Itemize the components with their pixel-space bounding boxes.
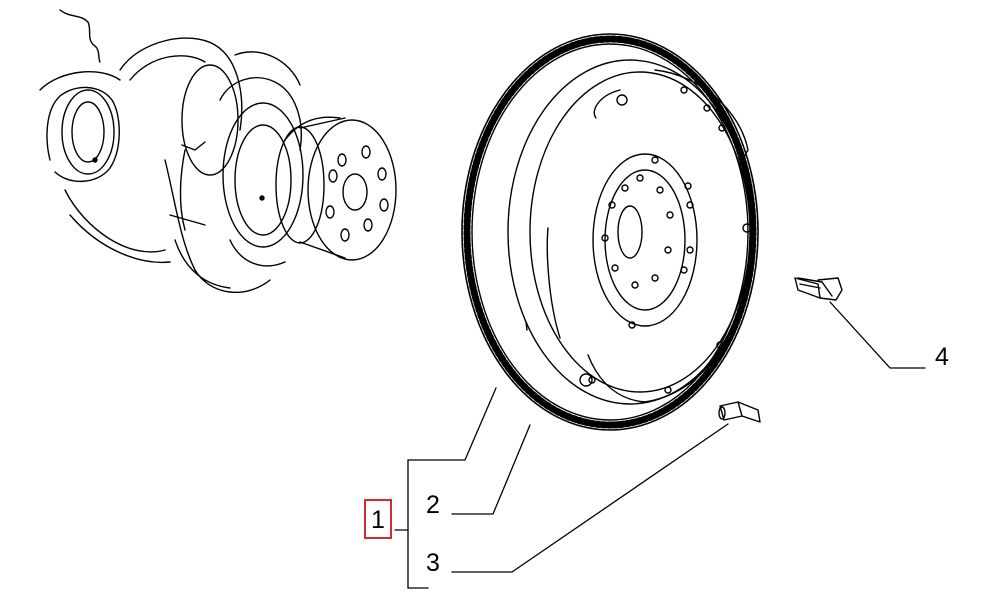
leader-lines <box>394 301 926 589</box>
callout-4-label: 4 <box>935 343 949 371</box>
callout-4[interactable]: 4 <box>935 343 949 371</box>
callout-3-label: 3 <box>426 549 440 577</box>
callout-2-label: 2 <box>426 491 440 519</box>
callout-1[interactable]: 1 <box>368 506 388 534</box>
dowel-pin <box>718 401 761 423</box>
crankshaft <box>39 9 397 294</box>
flywheel-bolt <box>794 277 843 301</box>
callout-2[interactable]: 2 <box>426 491 440 519</box>
callout-3[interactable]: 3 <box>426 549 440 577</box>
callout-1-highlight-box <box>364 499 392 539</box>
flywheel <box>461 33 759 431</box>
callout-1-label: 1 <box>371 506 385 534</box>
